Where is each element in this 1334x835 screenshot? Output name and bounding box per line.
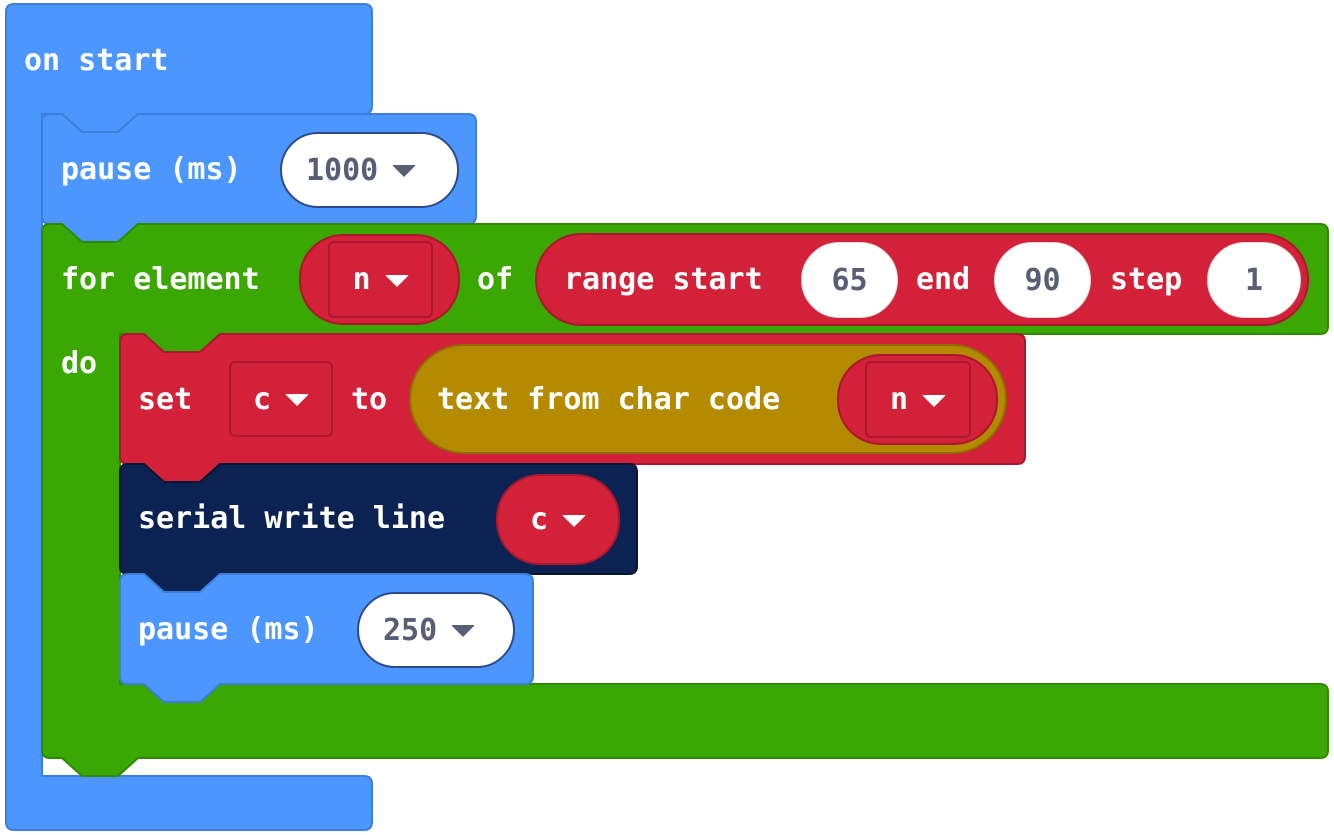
- range-end-label: end: [916, 262, 971, 297]
- range-start-input[interactable]: 65: [801, 242, 898, 318]
- range-start-label: range start: [564, 262, 763, 297]
- pause-duration-value: 1000: [306, 152, 379, 188]
- range-step-value: 1: [1244, 262, 1264, 298]
- for-element-label: for element: [61, 262, 260, 297]
- char-code-variable-pill: [837, 354, 998, 445]
- pause-duration-dropdown[interactable]: 1000: [280, 132, 459, 208]
- on-start-block[interactable]: [5, 3, 373, 831]
- range-end-input[interactable]: 90: [994, 242, 1091, 318]
- pause-duration-dropdown-2[interactable]: 250: [357, 592, 515, 668]
- dropdown-caret-icon: [392, 165, 417, 177]
- pause-label-2: pause (ms): [138, 612, 319, 647]
- serial-variable-pill: [496, 474, 620, 565]
- range-step-label: step: [1110, 262, 1183, 297]
- dropdown-caret-icon: [562, 514, 587, 527]
- loop-variable-pill: [299, 234, 460, 325]
- set-label: set: [138, 382, 193, 417]
- range-step-input[interactable]: 1: [1207, 242, 1301, 318]
- set-variable-name: c: [252, 381, 272, 417]
- serial-variable-dropdown[interactable]: c: [496, 474, 620, 565]
- dropdown-caret-icon: [285, 394, 310, 406]
- range-block[interactable]: [535, 233, 1309, 326]
- dropdown-caret-icon: [384, 274, 409, 287]
- serial-variable-name: c: [529, 502, 549, 537]
- pause-duration-value-2: 250: [383, 612, 438, 648]
- loop-variable-name: n: [352, 262, 371, 297]
- do-label: do: [61, 346, 98, 381]
- dropdown-caret-icon: [451, 625, 476, 637]
- dropdown-caret-icon: [922, 394, 947, 407]
- range-end-value: 90: [1024, 262, 1061, 298]
- char-code-variable-name: n: [889, 382, 909, 417]
- set-variable-dropdown[interactable]: c: [229, 361, 333, 437]
- on-start-label: on start: [24, 43, 169, 78]
- serial-write-line-label: serial write line: [138, 501, 446, 536]
- range-start-value: 65: [831, 262, 868, 298]
- char-code-label: text from char code: [437, 382, 781, 417]
- loop-variable-dropdown[interactable]: n: [328, 241, 433, 318]
- to-label: to: [351, 382, 388, 417]
- pause-label: pause (ms): [61, 152, 242, 187]
- of-label: of: [477, 262, 514, 297]
- char-code-variable-dropdown[interactable]: n: [865, 361, 971, 438]
